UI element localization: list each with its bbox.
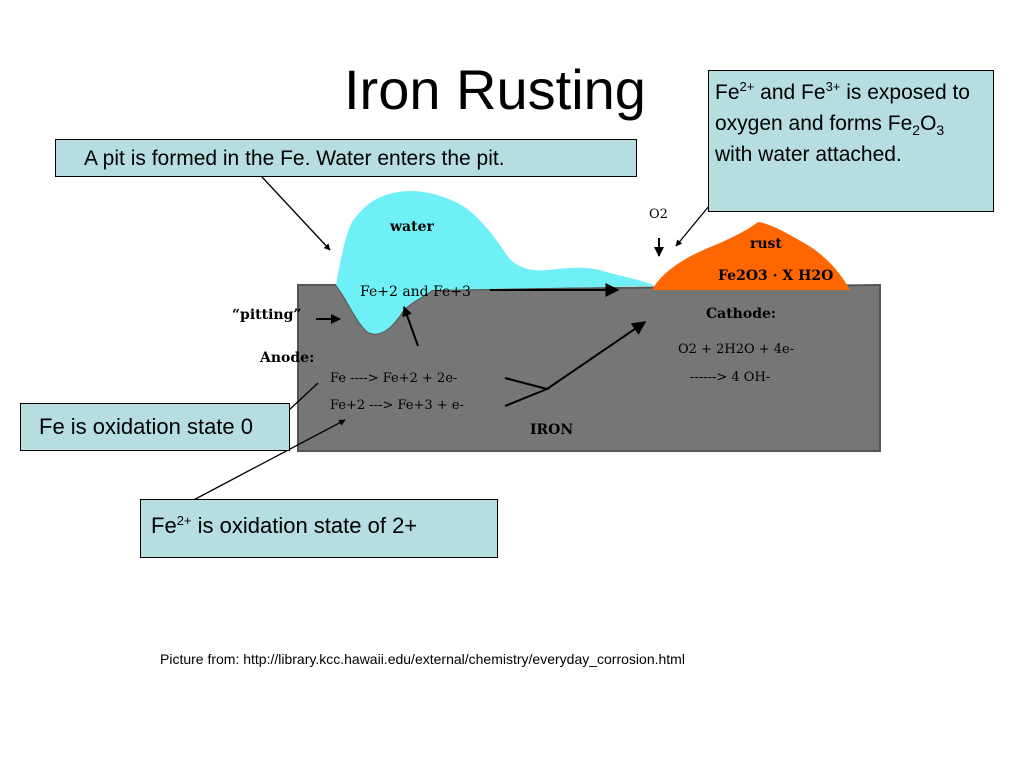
- slide-title: Iron Rusting: [344, 58, 646, 121]
- water-ions-label: Fe+2 and Fe+3: [360, 284, 471, 300]
- oxidation-callout: Fe2+ and Fe3+ is exposed to oxygen and f…: [708, 70, 994, 212]
- picture-credit: Picture from: http://library.kcc.hawaii.…: [160, 651, 685, 667]
- rust-formula: Fe2O3 · X H2O: [718, 268, 833, 284]
- fe-two-callout: Fe2+ is oxidation state of 2+: [140, 499, 498, 558]
- fe-two-sup: 2+: [176, 513, 192, 528]
- rust-mound: [652, 222, 850, 290]
- pit-leader-line: [261, 176, 331, 251]
- oxidation-leader-line: [675, 199, 715, 247]
- water-body: [336, 190, 656, 334]
- cathode-equation-1: O2 + 2H2O + 4e-: [678, 342, 794, 357]
- oxidation-sup-2: 2+: [739, 79, 755, 94]
- cathode-equation-2: ------> 4 OH-: [690, 370, 770, 385]
- pitting-label: “pitting”: [232, 307, 301, 323]
- anode-label: Anode:: [259, 350, 314, 366]
- water-label: water: [389, 219, 434, 235]
- anode-equation-1: Fe ----> Fe+2 + 2e-: [330, 371, 457, 386]
- oxidation-is: is exposed to oxygen and forms Fe: [715, 81, 970, 135]
- anode-equation-2: Fe+2 ---> Fe+3 + e-: [330, 398, 464, 413]
- oxidation-sup-3: 3+: [825, 79, 841, 94]
- electron-arrow: [546, 321, 647, 390]
- cathode-label: Cathode:: [706, 306, 776, 322]
- oxidation-and: and Fe: [754, 81, 826, 104]
- oxidation-rest: with water attached.: [715, 143, 902, 166]
- rust-label: rust: [750, 236, 782, 252]
- oxidation-sub-2: 2: [912, 122, 921, 138]
- pit-callout: A pit is formed in the Fe. Water enters …: [55, 139, 637, 177]
- oxygen-label: O2: [649, 207, 668, 222]
- fe-two-rest: is oxidation state of 2+: [191, 513, 418, 538]
- oxidation-sub-3: 3: [936, 122, 945, 138]
- fe-zero-leader-line: [287, 382, 319, 412]
- ion-arrow: [402, 306, 419, 347]
- fe-zero-text: Fe is oxidation state 0: [39, 414, 254, 439]
- oxidation-o: O: [920, 112, 937, 135]
- fe-two-leader-line: [185, 419, 346, 505]
- fe-two-fe: Fe: [151, 513, 177, 538]
- fe-zero-callout: Fe is oxidation state 0: [20, 403, 290, 451]
- oxidation-fe: Fe: [715, 81, 740, 104]
- iron-label: IRON: [530, 422, 573, 438]
- pit-callout-text: A pit is formed in the Fe. Water enters …: [84, 147, 505, 170]
